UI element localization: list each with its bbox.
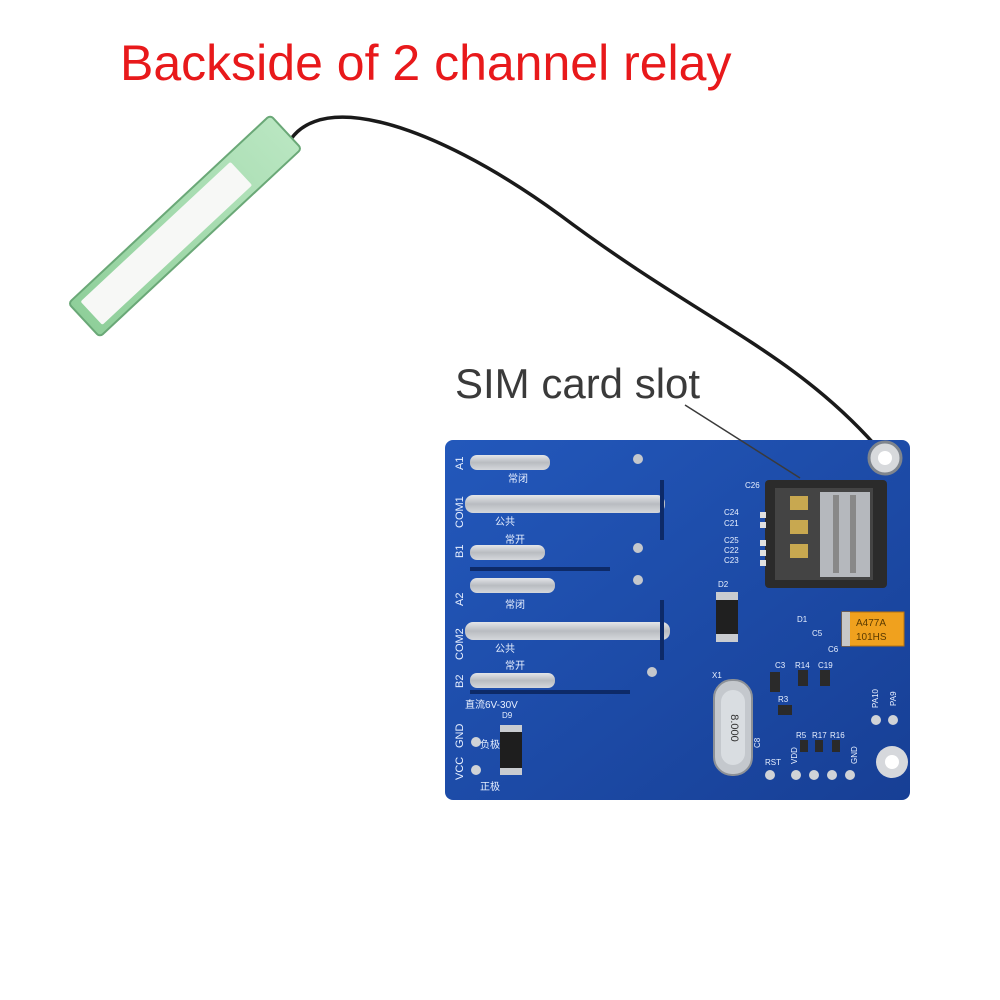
- ref-c8: C8: [753, 737, 762, 748]
- label-b1: B1: [454, 545, 466, 558]
- ref-c25: C25: [724, 536, 739, 545]
- solder-trace-b2: [470, 673, 555, 688]
- ref-r3: R3: [778, 695, 789, 704]
- solder-trace-a1: [470, 455, 550, 470]
- ref-c3: C3: [775, 661, 786, 670]
- ref-d2: D2: [718, 580, 729, 589]
- ref-r16: R16: [830, 731, 845, 740]
- cn-label-vcc: 正极: [480, 780, 500, 793]
- ref-c19: C19: [818, 661, 833, 670]
- ref-x1: X1: [712, 671, 722, 680]
- sim-card-slot: [765, 480, 887, 588]
- ref-c5: C5: [812, 629, 823, 638]
- ref-pa9: PA9: [889, 691, 898, 706]
- ref-r5: R5: [796, 731, 807, 740]
- label-vcc: VCC: [454, 757, 466, 780]
- label-com2: COM2: [454, 628, 466, 660]
- voltage-range: 直流6V-30V: [465, 698, 518, 711]
- ref-gnd-header: GND: [850, 746, 859, 764]
- ref-r17: R17: [812, 731, 827, 740]
- label-a2: A2: [454, 593, 466, 606]
- crystal-marking: 8.000: [728, 714, 740, 742]
- solder-trace-a2: [470, 578, 555, 593]
- ref-vdd: VDD: [790, 747, 799, 764]
- ref-c22: C22: [724, 546, 739, 555]
- antenna-cable: [280, 115, 877, 447]
- cn-label-com2: 公共: [495, 643, 515, 655]
- diode-d2: [716, 592, 738, 642]
- cn-label-a1: 常闭: [508, 472, 528, 485]
- label-a1: A1: [454, 457, 466, 470]
- capacitor-marking-2: 101HS: [856, 632, 887, 643]
- ref-c26: C26: [745, 481, 760, 490]
- sim-slot-annotation: SIM card slot: [455, 360, 701, 407]
- ref-d1: D1: [797, 615, 808, 624]
- annotation-pointer: [684, 404, 801, 479]
- diode-d9: [500, 725, 522, 775]
- capacitor-marking-1: A477A: [856, 618, 886, 629]
- ref-c23: C23: [724, 556, 739, 565]
- pcb-board: A477A 101HS 8.000: [445, 440, 910, 800]
- crystal-x1: 8.000: [713, 679, 753, 776]
- ref-c21: C21: [724, 519, 739, 528]
- solder-trace-b1: [470, 545, 545, 560]
- cn-label-a2: 常闭: [505, 598, 525, 611]
- label-gnd: GND: [454, 724, 466, 749]
- cn-label-b2: 常开: [505, 659, 525, 672]
- tantalum-capacitor: A477A 101HS: [841, 611, 905, 647]
- ref-r14: R14: [795, 661, 810, 670]
- label-b2: B2: [454, 675, 466, 688]
- ref-d9: D9: [502, 711, 513, 720]
- cn-label-gnd: 负极: [480, 738, 500, 751]
- ref-pa10: PA10: [871, 688, 880, 708]
- ref-c24: C24: [724, 508, 739, 517]
- solder-trace-com1: [465, 495, 665, 513]
- solder-trace-com2: [465, 622, 670, 640]
- cn-label-b1: 常开: [505, 533, 525, 546]
- cn-label-com1: 公共: [495, 516, 515, 528]
- image-title: Backside of 2 channel relay: [120, 35, 732, 91]
- ref-c6: C6: [828, 645, 839, 654]
- label-com1: COM1: [454, 496, 466, 528]
- ref-rst: RST: [765, 758, 781, 767]
- antenna-strip: [69, 115, 301, 337]
